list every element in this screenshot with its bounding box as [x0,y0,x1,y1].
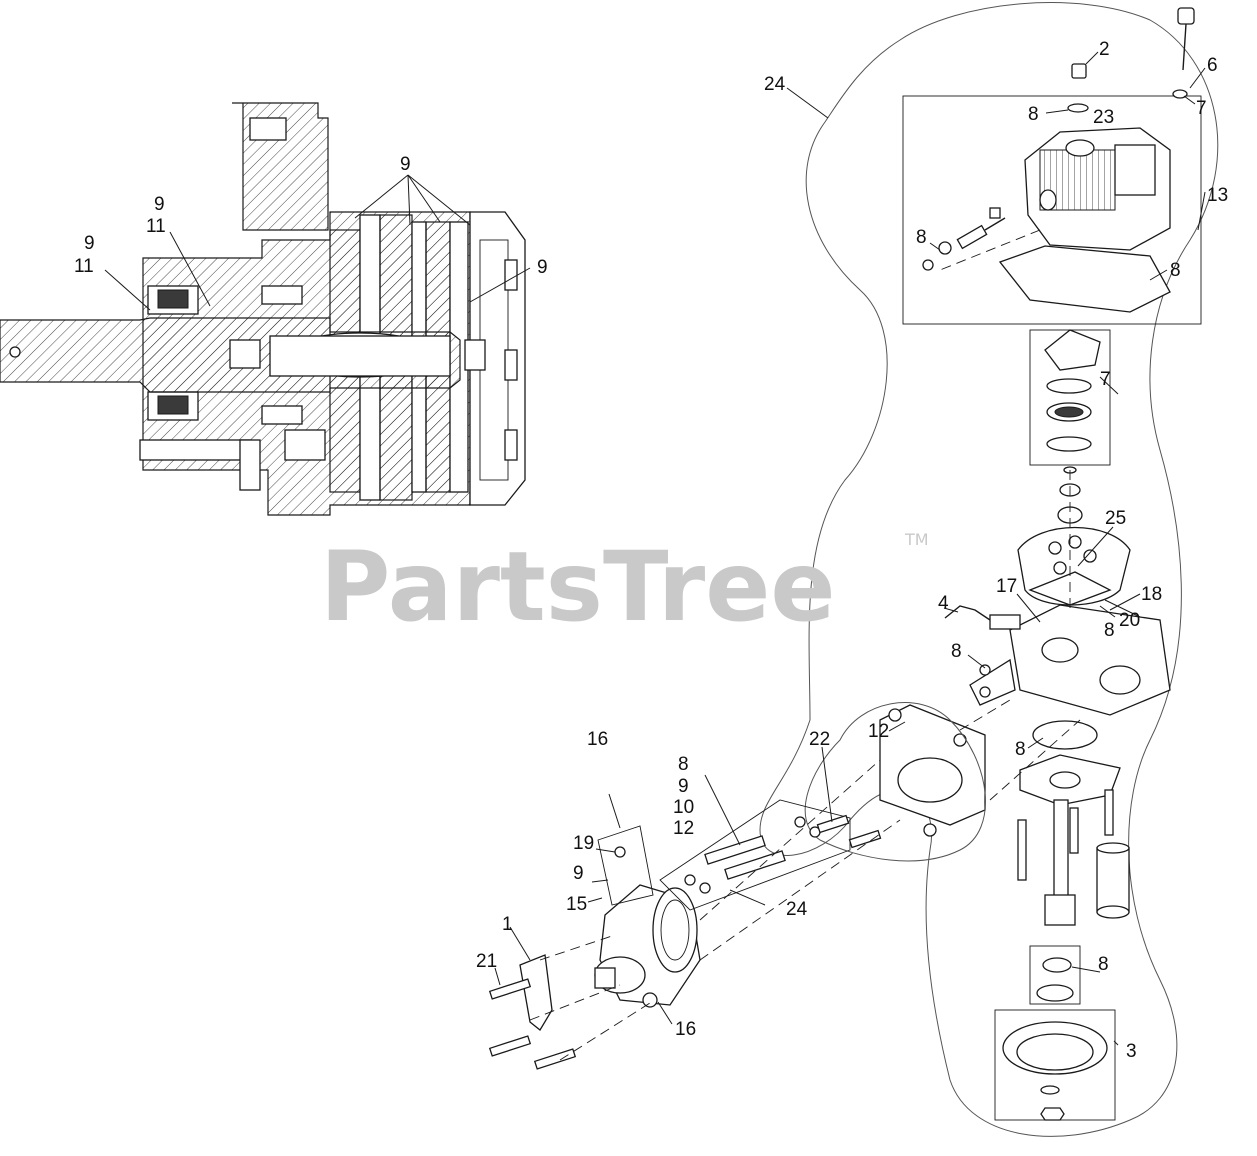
callout-11: 11 [74,256,94,277]
callout-24: 24 [786,899,808,920]
center-housing [944,604,1171,716]
callout-8: 8 [1170,260,1181,281]
pump-housing [594,846,701,1008]
callout-8: 8 [678,754,689,775]
pulley [1002,1021,1108,1121]
lower-plate [1019,754,1121,806]
bolt-23 [816,814,850,834]
callout-10: 10 [673,797,694,818]
motor-housing [879,704,986,837]
callout-23: 22 [809,729,830,750]
callout-8: 8 [1098,954,1109,975]
callout-12: 12 [868,721,889,742]
lower-shaft [1044,799,1076,926]
callout-labels: 9 9 11 9 11 9 24 2 6 7 8 23 13 8 8 7 25 … [74,39,1228,1062]
motor-outline [804,702,986,862]
callout-8: 8 [951,641,962,662]
cover-assembly-box [902,95,1202,325]
check-valve-box [597,825,654,906]
watermark-text: PartsTree [320,531,835,643]
callout-16: 16 [675,1019,696,1040]
callout-18: 17 [996,576,1017,597]
callout-1: 1 [502,914,513,935]
callout-8: 8 [1015,739,1026,760]
lower-seal-box [1029,945,1081,1005]
callout-11: 11 [146,216,166,237]
centerlines [529,229,1081,1061]
callout-9: 9 [573,863,584,884]
callout-17: 16 [587,729,608,750]
callout-25: 23 [1093,107,1114,128]
bolt-23b [848,829,882,849]
bolts-front [488,978,577,1070]
callout-19: 18 [1141,584,1162,605]
bolts-lower [1017,789,1114,881]
cross-section-view [0,102,526,516]
callout-9: 9 [678,776,689,797]
callout-9: 9 [84,233,95,254]
callout-12: 12 [673,818,694,839]
callout-9: 9 [400,154,411,175]
cylinder-block [1017,466,1131,606]
assembly-outline [759,2,1219,1137]
control-arm [519,954,553,1031]
callout-7: 7 [1100,369,1111,390]
callout-13: 15 [566,894,587,915]
callout-22: 21 [476,951,497,972]
plug-part-2 [1067,63,1089,113]
callout-27: 25 [1105,508,1126,529]
callout-3: 3 [1126,1041,1137,1062]
callout-21: 20 [1119,610,1140,631]
upper-cover [1024,127,1171,251]
o-ring [1032,720,1098,750]
gasket [998,245,1171,313]
dipstick-part-5 [1172,7,1195,99]
callout-5: 6 [1207,55,1218,76]
filter [1096,842,1130,919]
callout-9: 9 [537,257,548,278]
callout-15: 13 [1207,185,1228,206]
pin-box [659,799,851,911]
watermark: PartsTree TM [320,530,929,643]
pins [684,816,821,894]
bearing-stack [1044,329,1101,452]
callout-4: 4 [938,593,949,614]
callout-26: 24 [764,74,786,95]
watermark-trademark: TM [904,530,929,549]
leader-lines [104,51,1206,1046]
callout-2: 2 [1099,39,1110,60]
callout-20: 19 [573,833,594,854]
callout-8: 8 [916,227,927,248]
callout-6: 7 [1196,98,1207,119]
callout-9: 9 [154,194,165,215]
callout-8: 8 [1028,104,1039,125]
callout-8: 8 [1104,620,1115,641]
lever-shaft [922,207,1006,271]
